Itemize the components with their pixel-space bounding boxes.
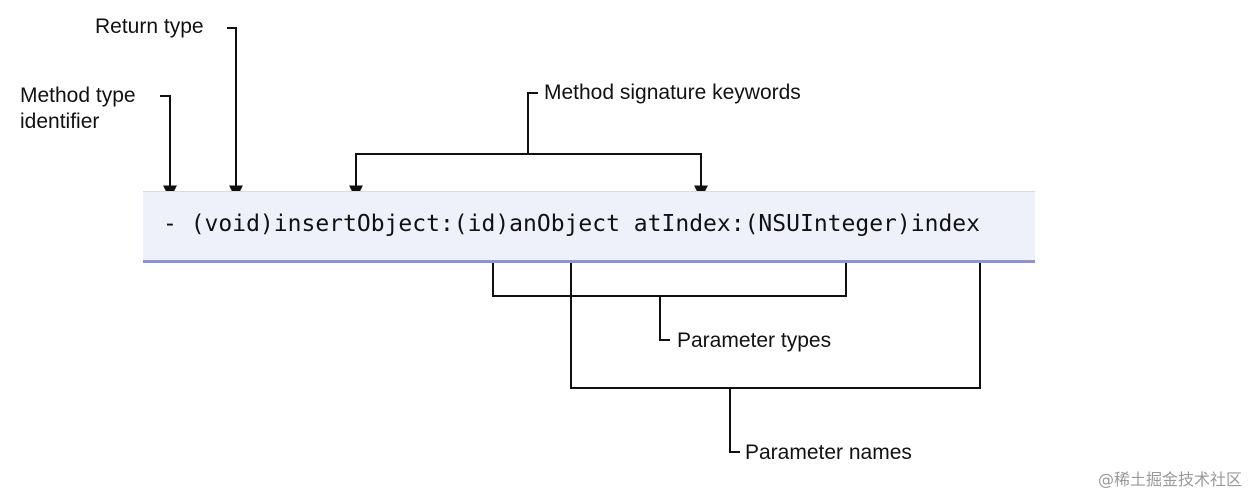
label-return-type: Return type: [95, 15, 204, 38]
signature-keywords-bracket-right: [528, 153, 708, 200]
label-method-type-line1: Method type: [20, 84, 136, 107]
parameter-names-bracket-left: [564, 247, 730, 389]
method-declaration-code: - (void)insertObject:(id)anObject atInde…: [163, 211, 980, 237]
code-box: [143, 191, 1035, 263]
watermark: @稀土掘金技术社区: [1097, 470, 1242, 489]
label-method-type-line2: identifier: [20, 110, 100, 133]
method-type-connector: [160, 95, 177, 200]
parameter-names-bracket-right: [730, 247, 987, 389]
parameter-types-connector: [659, 296, 670, 341]
signature-keywords-bracket-left: [349, 153, 528, 200]
parameter-types-bracket-right: [660, 247, 853, 297]
parameter-names-connector: [729, 388, 740, 453]
label-parameter-names: Parameter names: [745, 441, 912, 464]
label-signature-keywords: Method signature keywords: [544, 81, 801, 104]
parameter-types-bracket-left: [486, 247, 660, 297]
label-parameter-types: Parameter types: [677, 329, 832, 352]
signature-keywords-connector: [527, 92, 538, 154]
return-type-connector: [227, 27, 243, 200]
